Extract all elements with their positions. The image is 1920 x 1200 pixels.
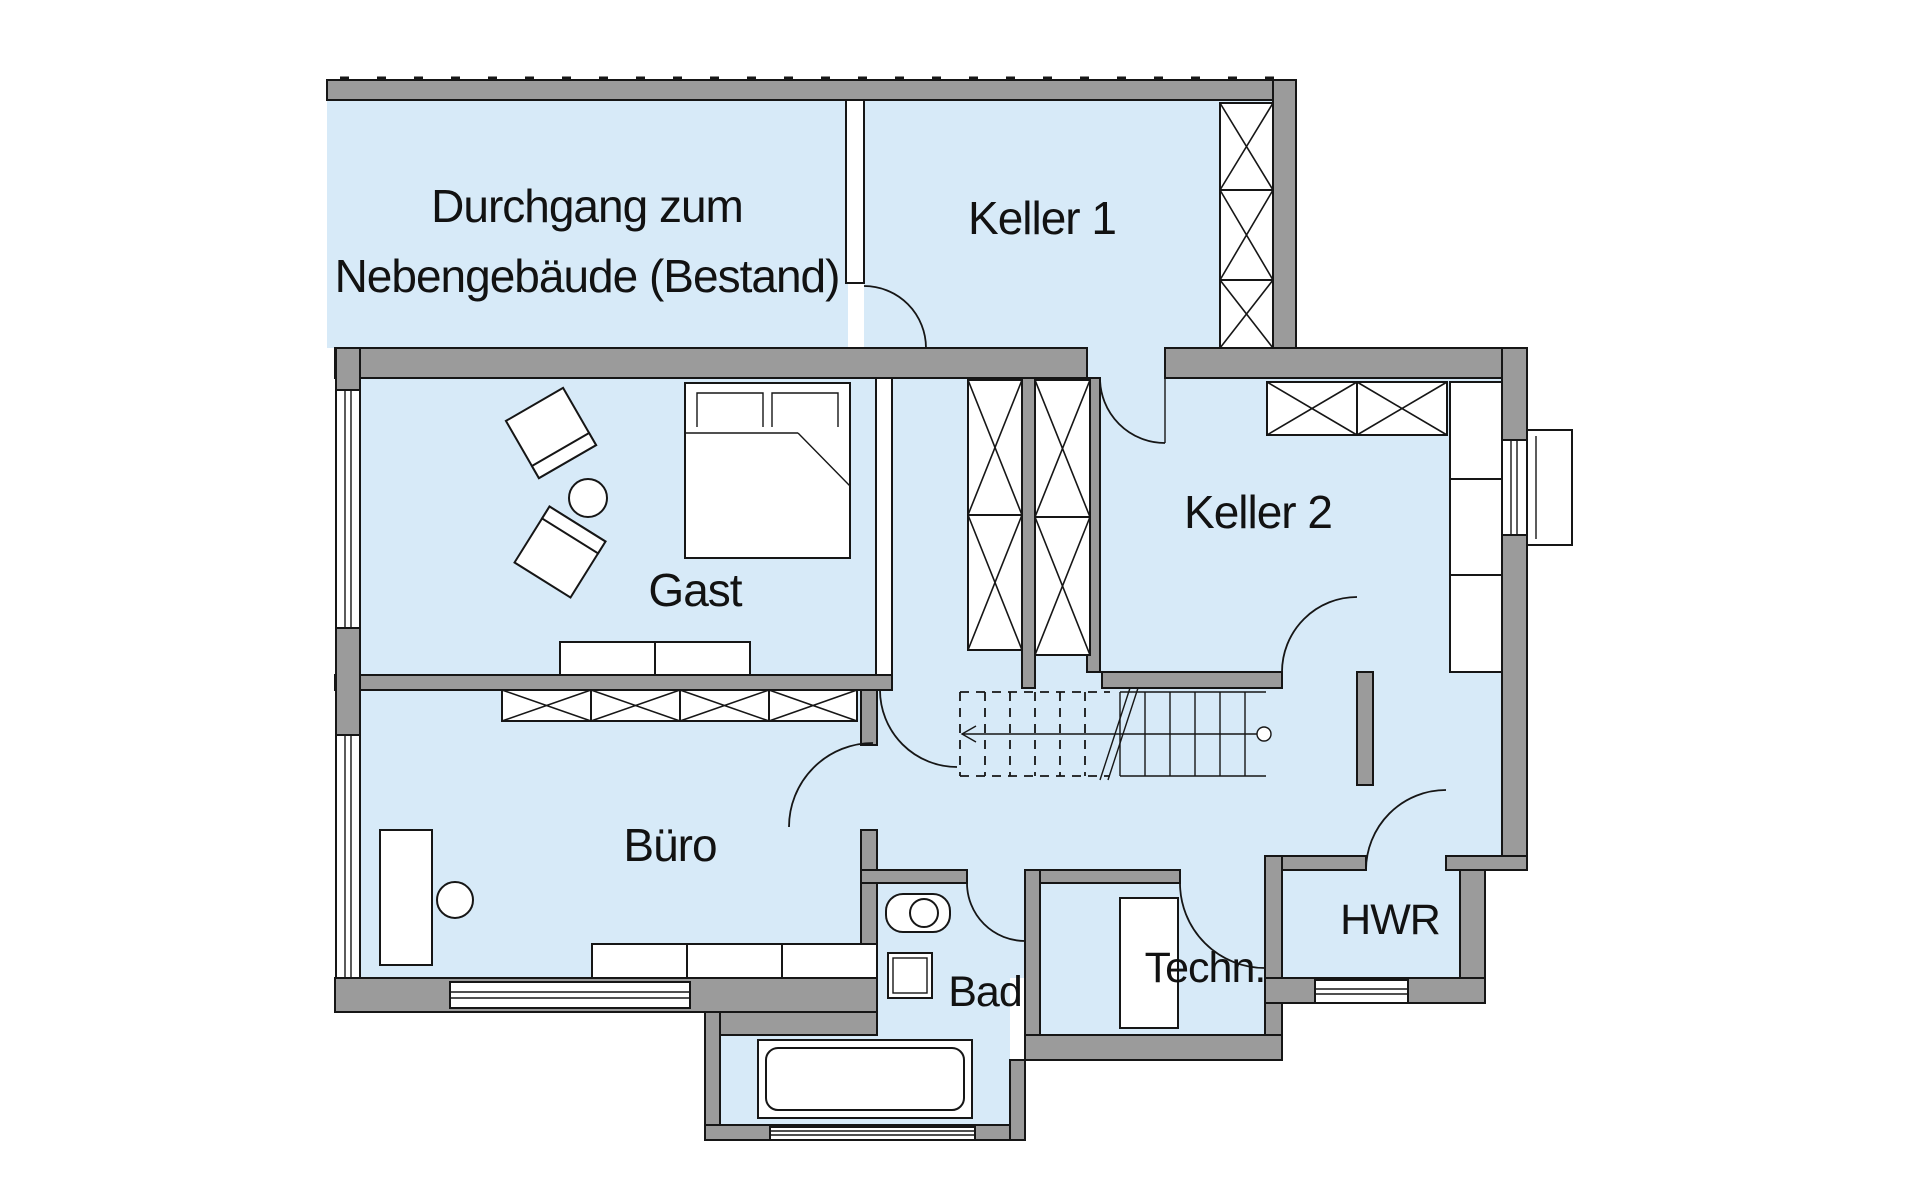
sideboard-gast <box>654 641 751 676</box>
wall-hwr-north-east <box>1445 855 1528 871</box>
cabinet-keller2-east <box>1449 574 1503 673</box>
label-durchgang-line2: Nebengebäude (Bestand) <box>335 250 840 302</box>
wall-storage-strip <box>1021 377 1036 689</box>
wall-techn-north <box>1039 869 1181 884</box>
staircase <box>959 687 1272 781</box>
wall-gast-east <box>875 377 893 676</box>
label-gast: Gast <box>648 564 742 616</box>
door-arc-hwr <box>1365 789 1447 871</box>
door-arc-buero <box>788 742 874 828</box>
room-labels: Durchgang zum Nebengebäude (Bestand) Kel… <box>335 180 1441 1016</box>
label-bad: Bad <box>948 968 1022 1016</box>
wall-hwr-north-west <box>1281 855 1367 871</box>
side-table <box>568 478 608 518</box>
wall-main-west-segment <box>334 347 1088 379</box>
heating-appliance <box>1119 897 1179 1029</box>
shelf-hatch-line <box>590 689 681 722</box>
bathtub <box>757 1039 973 1119</box>
desk <box>379 829 433 966</box>
window-buero-south <box>449 981 691 1009</box>
label-hwr: HWR <box>1340 896 1440 944</box>
sink <box>885 893 951 933</box>
sideboard-buero <box>591 943 688 979</box>
shelf-hatch-line <box>1356 381 1448 436</box>
furniture <box>379 382 1179 1119</box>
door-arc-storage-hall <box>879 689 958 768</box>
room-durchgang <box>327 100 848 348</box>
wall-annex-east <box>1009 1059 1026 1141</box>
window-bad-south <box>769 1126 976 1141</box>
doors <box>788 285 1447 969</box>
wall-bad-east <box>1024 869 1041 1036</box>
stair-walkline-start <box>1256 726 1272 742</box>
door-arc-keller2-hall <box>1281 596 1358 673</box>
wall-keller2-leg <box>1356 671 1374 786</box>
room-keller1 <box>864 100 1273 348</box>
shelf-hatch-line <box>967 379 1023 516</box>
wall-main-east-segment <box>1164 347 1503 379</box>
shower-tray <box>887 952 933 999</box>
shelf-hatch-line <box>1219 279 1274 349</box>
wall-top <box>326 79 1297 101</box>
window-buero-west <box>335 734 361 979</box>
cabinet-keller2-east <box>1449 381 1503 480</box>
wall-annex-west <box>704 1011 721 1141</box>
shelf-hatch-line <box>501 689 592 722</box>
shelf-hatch-line <box>1219 102 1274 191</box>
wall-keller2-south <box>1101 671 1283 689</box>
shelf-hatch-line <box>1034 379 1091 518</box>
shelf-hatch-line <box>1219 189 1274 281</box>
wall-gast-south <box>334 674 893 691</box>
bed <box>684 382 851 559</box>
window-hwr-south <box>1314 979 1409 1004</box>
sideboard-buero <box>781 943 878 979</box>
pillow <box>696 392 764 427</box>
stair-direction-arrow <box>960 725 977 743</box>
door-arc-techn <box>1179 882 1266 969</box>
wall-west-top-pier <box>335 347 361 391</box>
wall-right-upper <box>1272 79 1297 349</box>
armchair <box>513 505 607 599</box>
shelf-hatch-line <box>679 689 770 722</box>
door-arc-bad <box>966 882 1026 942</box>
shelf-hatch-line <box>967 514 1023 651</box>
wall-west-mid-pier <box>335 627 361 736</box>
pillow <box>771 392 839 427</box>
label-keller1: Keller 1 <box>968 192 1116 244</box>
label-keller2: Keller 2 <box>1184 486 1332 538</box>
window-keller2-east <box>1501 429 1573 546</box>
wall-right-mid <box>1501 347 1528 871</box>
door-arc-keller1-keller2 <box>1099 377 1166 444</box>
shelving <box>501 102 1503 722</box>
shelf-hatch-line <box>1034 516 1091 656</box>
shelf-hatch-line <box>768 689 858 722</box>
wall-bad-step <box>719 1011 878 1036</box>
stair-break-line <box>1099 687 1139 781</box>
sideboard-gast <box>559 641 656 676</box>
door-arc-durchgang-keller1 <box>863 285 927 349</box>
label-buero: Büro <box>623 819 716 871</box>
label-techn: Techn. <box>1145 944 1266 992</box>
wall-techn-east <box>1264 855 1283 1061</box>
cabinet-keller2-east <box>1449 478 1503 576</box>
shelf-hatch-line <box>1266 381 1358 436</box>
window-gast-west <box>335 389 361 629</box>
label-durchgang-line1: Durchgang zum <box>431 180 743 232</box>
windows <box>335 389 1573 1141</box>
wall-techn-south <box>1024 1034 1283 1061</box>
armchair <box>504 386 598 480</box>
sideboard-buero <box>686 943 783 979</box>
stair-treads-upper-dashed <box>959 691 1110 777</box>
light-well <box>1526 429 1573 546</box>
wall-bad-north-west <box>860 869 968 884</box>
blanket-fold <box>797 432 851 487</box>
wall-buero-east-pier <box>860 689 878 746</box>
wall-partition-durchgang-keller1 <box>845 99 865 284</box>
desk-chair <box>436 881 474 919</box>
